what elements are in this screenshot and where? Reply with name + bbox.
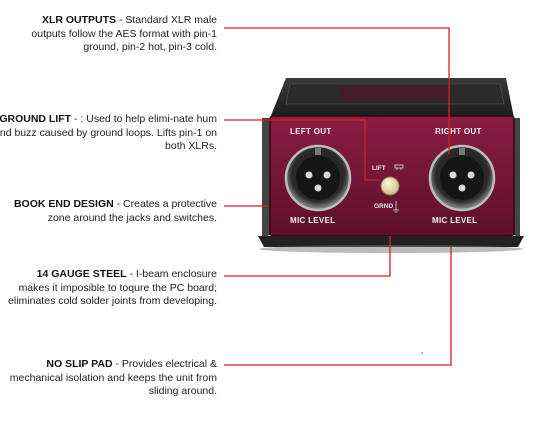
xlr-output-left bbox=[284, 144, 352, 212]
xlr-output-right bbox=[428, 144, 496, 212]
right-out-label: RIGHT OUT bbox=[435, 127, 482, 136]
callout-heading: XLR OUTPUTS bbox=[41, 14, 117, 26]
base-shadow bbox=[259, 245, 523, 253]
leader-no-slip-pad bbox=[224, 247, 452, 366]
ground-lift-button[interactable] bbox=[380, 176, 400, 196]
mic-level-left-label: MIC LEVEL bbox=[290, 216, 335, 225]
lift-label: LIFT bbox=[372, 165, 386, 172]
callout-text: - I-beam enclosure makes it imposible to… bbox=[8, 268, 217, 307]
callout-no-slip-pad: NO SLIP PAD - Provides electrical & mech… bbox=[7, 358, 217, 399]
callout-text: - Creates a protective zone around the j… bbox=[47, 198, 217, 224]
lift-icon bbox=[394, 164, 404, 170]
leader-xlr-outputs bbox=[224, 27, 450, 154]
book-end-right bbox=[514, 118, 520, 238]
top-label-stripe bbox=[340, 86, 450, 100]
callout-heading: GROUND LIFT bbox=[0, 113, 72, 125]
grnd-label: GRND bbox=[374, 203, 393, 210]
callout-text: - Standard XLR male outputs follow the A… bbox=[31, 14, 217, 53]
callout-text: - : Used to help elimi-nate hum and buzz… bbox=[0, 113, 217, 152]
callout-book-end-design: BOOK END DESIGN - Creates a protective z… bbox=[7, 198, 217, 225]
stray-dot bbox=[421, 352, 423, 354]
callout-14-gauge-steel: 14 GAUGE STEEL - I-beam enclosure makes … bbox=[7, 268, 217, 309]
no-slip-pad bbox=[258, 236, 524, 247]
leader-14-gauge bbox=[224, 236, 391, 277]
callout-xlr-outputs: XLR OUTPUTS - Standard XLR male outputs … bbox=[7, 14, 217, 55]
callout-text: - Provides electrical & mechanical isola… bbox=[9, 358, 217, 397]
callout-heading: BOOK END DESIGN bbox=[13, 198, 114, 210]
leader-lines bbox=[224, 27, 452, 366]
callout-ground-lift: GROUND LIFT - : Used to help elimi-nate … bbox=[0, 113, 217, 154]
left-out-label: LEFT OUT bbox=[290, 127, 332, 136]
book-end-left bbox=[262, 118, 270, 238]
callout-heading: NO SLIP PAD bbox=[46, 358, 113, 370]
ground-icon bbox=[393, 201, 399, 213]
mic-level-right-label: MIC LEVEL bbox=[432, 216, 477, 225]
leader-ground-lift bbox=[224, 119, 380, 181]
callout-heading: 14 GAUGE STEEL bbox=[36, 268, 127, 280]
